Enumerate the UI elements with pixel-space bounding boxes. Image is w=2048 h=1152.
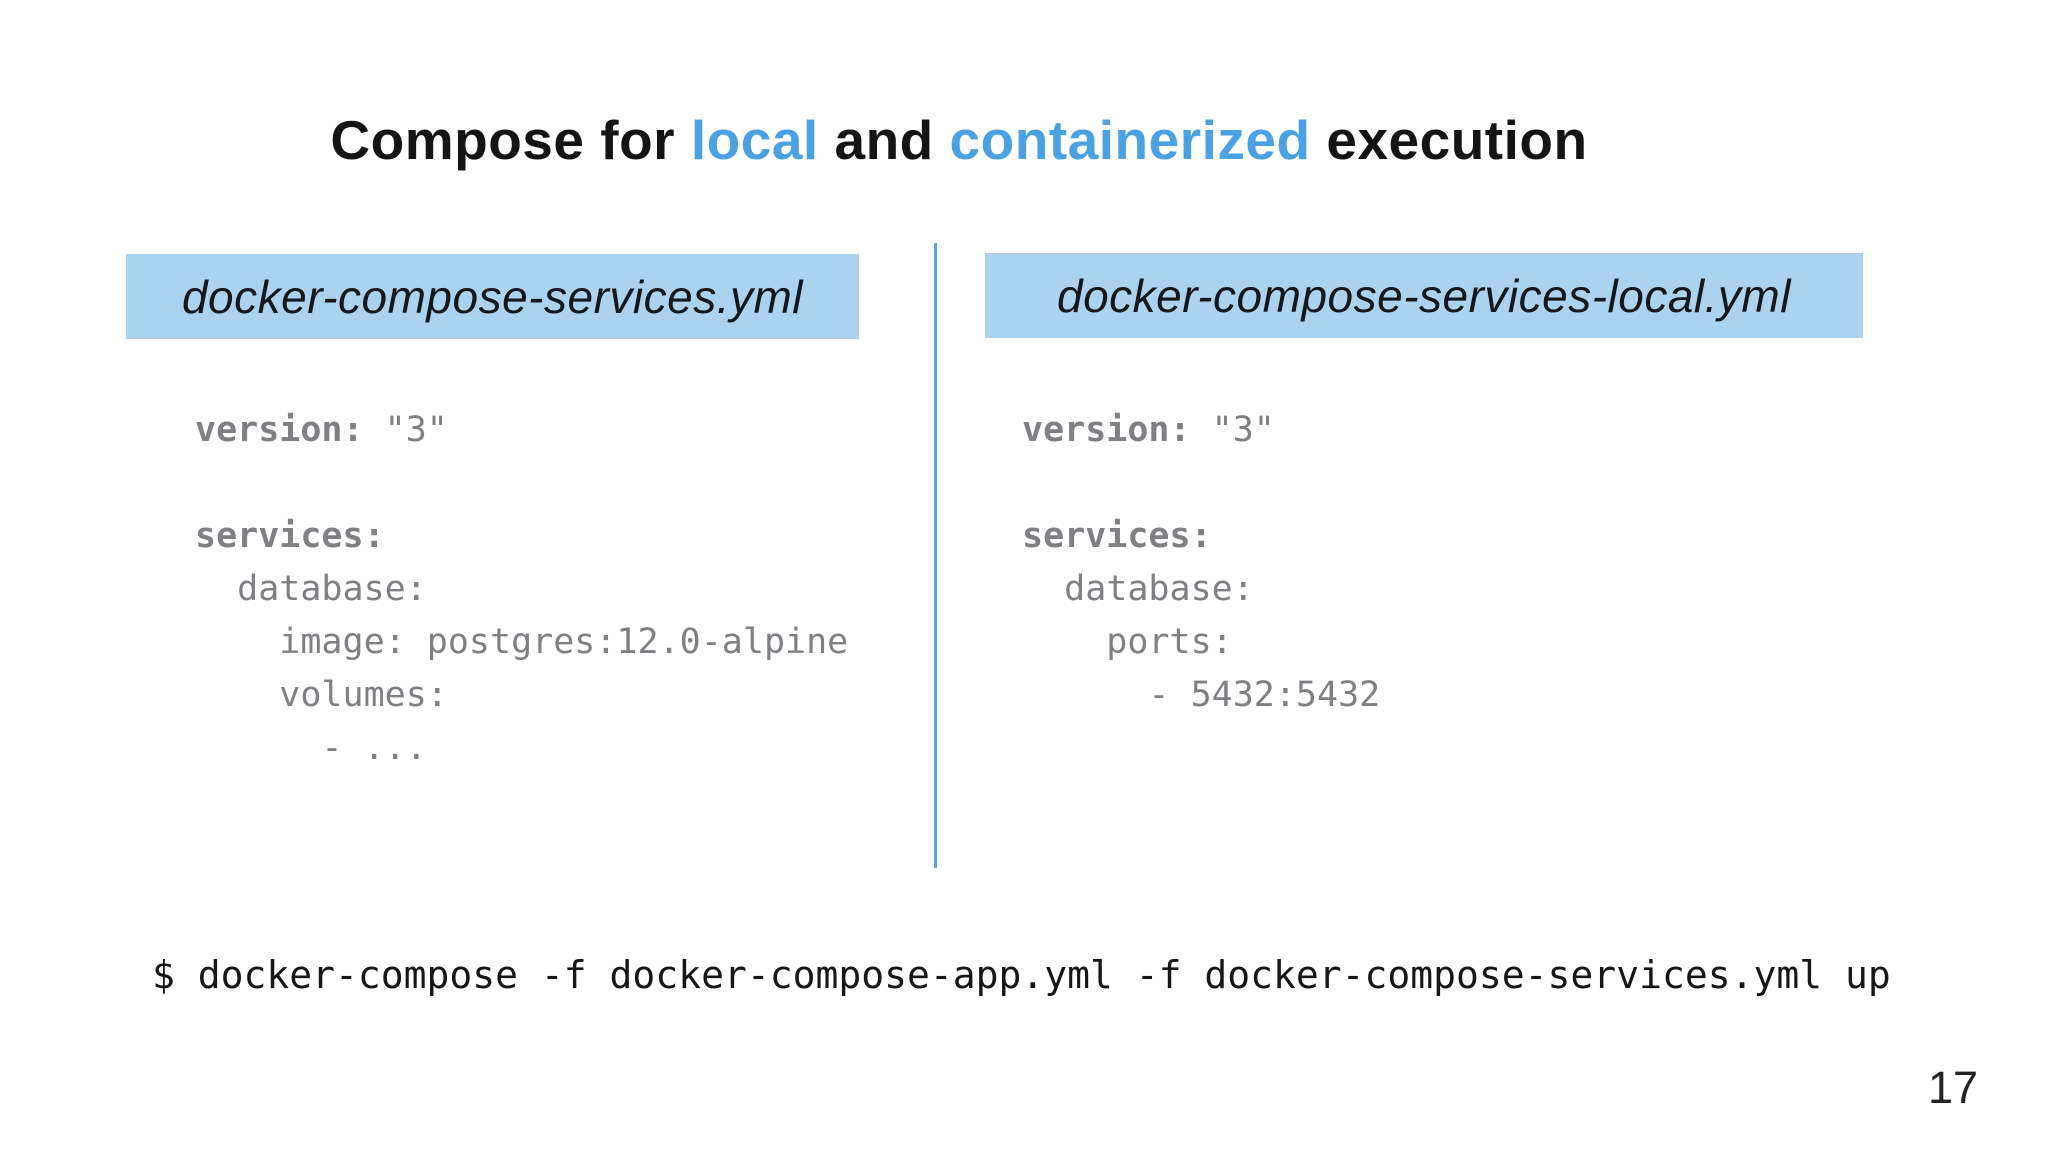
- code-text: ports:: [1022, 622, 1233, 662]
- code-keyword: services:: [1022, 516, 1212, 556]
- code-text: - 5432:5432: [1022, 675, 1381, 715]
- title-segment: containerized: [949, 109, 1311, 171]
- title-segment: Compose for: [330, 109, 691, 171]
- right-filename-label: docker-compose-services-local.yml: [985, 253, 1863, 338]
- code-line: - ...: [195, 722, 848, 775]
- code-keyword: version:: [1022, 410, 1191, 450]
- code-line: [1022, 457, 1380, 510]
- code-line: database:: [195, 563, 848, 616]
- column-divider: [934, 243, 937, 868]
- code-line: version: "3": [195, 404, 848, 457]
- code-text: volumes:: [195, 675, 448, 715]
- slide-title: Compose for local and containerized exec…: [0, 100, 1918, 180]
- code-line: volumes:: [195, 669, 848, 722]
- code-text: "3": [363, 410, 448, 450]
- code-keyword: services:: [195, 516, 385, 556]
- left-filename-text: docker-compose-services.yml: [181, 270, 804, 323]
- command-line: $ docker-compose -f docker-compose-app.y…: [152, 953, 1891, 997]
- code-line: services:: [1022, 510, 1380, 563]
- code-line: services:: [195, 510, 848, 563]
- code-line: ports:: [1022, 616, 1380, 669]
- left-filename-label: docker-compose-services.yml: [126, 254, 859, 339]
- right-filename-text: docker-compose-services-local.yml: [1057, 269, 1791, 322]
- code-text: - ...: [195, 728, 427, 768]
- code-text: "3": [1190, 410, 1275, 450]
- code-text: database:: [1022, 569, 1254, 609]
- code-line: image: postgres:12.0-alpine: [195, 616, 848, 669]
- left-code-block: version: "3" services: database: image: …: [195, 404, 848, 775]
- page-number: 17: [1928, 1062, 1979, 1113]
- title-segment: and: [818, 109, 950, 171]
- code-line: version: "3": [1022, 404, 1380, 457]
- title-segment: execution: [1310, 109, 1588, 171]
- code-line: - 5432:5432: [1022, 669, 1380, 722]
- code-text: database:: [195, 569, 427, 609]
- code-line: database:: [1022, 563, 1380, 616]
- code-keyword: version:: [195, 410, 364, 450]
- code-text: image: postgres:12.0-alpine: [195, 622, 849, 662]
- right-code-block: version: "3" services: database: ports: …: [1022, 404, 1380, 722]
- code-line: [195, 457, 848, 510]
- title-segment: local: [690, 109, 819, 171]
